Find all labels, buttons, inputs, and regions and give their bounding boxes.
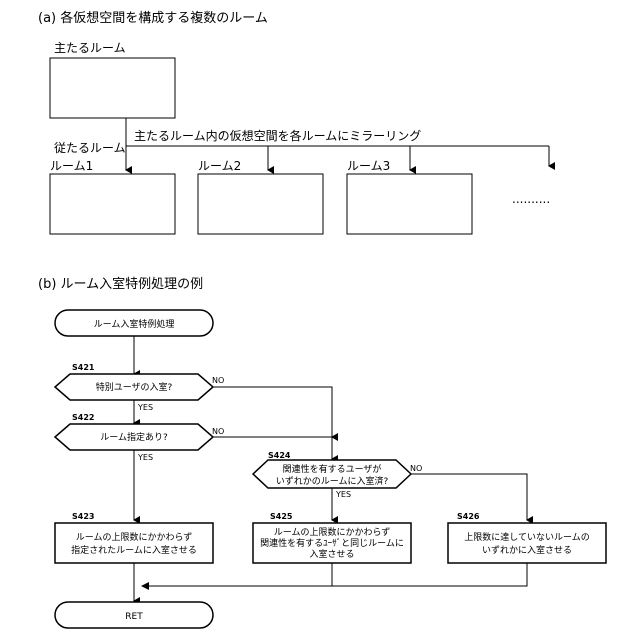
- s426-id: S426: [457, 512, 480, 521]
- s424-yes-label: YES: [335, 490, 351, 499]
- main-room-box: [50, 58, 175, 118]
- part-a-title: (a) 各仮想空間を構成する複数のルーム: [38, 10, 268, 26]
- s422-yes-label: YES: [137, 453, 153, 462]
- s422-no-label: NO: [212, 427, 224, 436]
- more-rooms-ellipsis: ..........: [512, 192, 550, 206]
- s426-text-line2: いずれかに入室させる: [482, 544, 572, 556]
- main-room-label: 主たるルーム: [54, 41, 126, 55]
- s425-id: S425: [270, 512, 293, 521]
- s421-no-label: NO: [212, 376, 224, 385]
- s423-id: S423: [72, 512, 94, 521]
- s423-text-line1: ルームの上限数にかかわらず: [76, 531, 193, 543]
- s422-id: S422: [72, 413, 94, 422]
- s423-text-line2: 指定されたルームに入室させる: [71, 544, 197, 556]
- s421-id: S421: [72, 363, 95, 372]
- s424-id: S424: [268, 451, 291, 460]
- flow-merge-line: [142, 563, 527, 586]
- room1-box: [50, 174, 175, 234]
- room3-box: [347, 174, 472, 234]
- s425-text-line1: ルームの上限数にかかわらず: [274, 526, 391, 538]
- room3-label: ルーム3: [347, 159, 390, 173]
- s421-yes-label: YES: [137, 403, 153, 412]
- flow-s421-no: [213, 387, 332, 437]
- s421-text: 特別ユーザの入室?: [96, 381, 173, 393]
- s425-text-line2: 関連性を有するﾕｰｻﾞと同じルームに: [260, 537, 404, 549]
- s424-text-line1: 関連性を有するユーザが: [283, 463, 382, 475]
- mirror-label: 主たるルーム内の仮想空間を各ルームにミラーリング: [134, 128, 421, 143]
- s426-text-line1: 上限数に達していないルームの: [464, 531, 589, 543]
- room2-label: ルーム2: [198, 159, 241, 173]
- room1-label: ルーム1: [50, 159, 93, 173]
- sub-room-label: 従たるルーム: [54, 141, 126, 155]
- s426-process: [448, 523, 606, 563]
- start-terminal-text: ルーム入室特例処理: [94, 318, 175, 330]
- part-b-title: (b) ルーム入室特例処理の例: [38, 276, 203, 292]
- s424-no-label: NO: [410, 464, 422, 473]
- s425-text-line3: 入室させる: [309, 548, 354, 560]
- room2-box: [198, 174, 323, 234]
- ret-terminal-text: RET: [125, 612, 143, 622]
- s423-process: [55, 523, 213, 563]
- s422-text: ルーム指定あり?: [100, 431, 168, 443]
- s424-text-line2: いずれかのルームに入室済?: [276, 475, 389, 487]
